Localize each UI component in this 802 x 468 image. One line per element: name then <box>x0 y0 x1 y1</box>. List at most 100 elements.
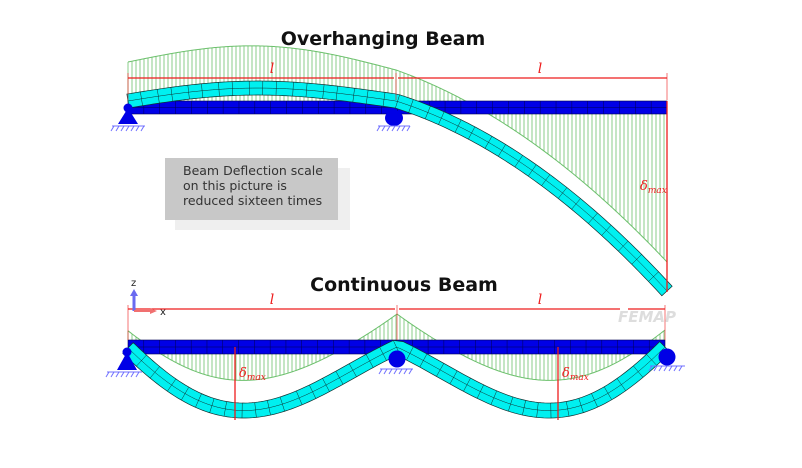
deformed-mesh-line <box>352 88 355 103</box>
deformed-mesh-line <box>588 212 598 224</box>
deformed-mesh-line <box>648 271 659 282</box>
deflection-envelope <box>127 45 668 263</box>
deformed-mesh-line <box>181 386 190 401</box>
note-box <box>165 158 338 220</box>
deformed-mesh-line <box>157 89 160 104</box>
ground-hatch-tick <box>135 125 140 132</box>
span-label-1: l <box>270 61 274 77</box>
roller-support-middle <box>378 350 413 375</box>
continuous-supports <box>105 347 685 378</box>
deformed-mesh-line <box>618 240 629 252</box>
deformed-mesh-line <box>490 390 497 405</box>
deformed-mesh-line <box>424 105 431 120</box>
ground-hatch-tick <box>663 365 668 372</box>
deformed-mesh-line <box>365 90 369 104</box>
deformed-mesh-line <box>296 390 303 405</box>
ground-hatch-tick <box>673 365 678 372</box>
deformed-mesh-line <box>365 354 374 368</box>
ground-hatch-tick <box>393 368 398 375</box>
span-label-1: l <box>270 292 274 308</box>
ground-hatch-tick <box>376 125 381 132</box>
deformed-mesh-line <box>406 346 414 361</box>
deformed-mesh-line <box>616 378 626 391</box>
deformed-mesh-line <box>322 84 325 99</box>
deformed-mesh-line <box>279 396 285 412</box>
deflection-max-label-1: δmax <box>239 366 266 383</box>
deformed-mesh-line <box>136 354 147 367</box>
deformed-mesh-line <box>536 402 539 418</box>
deformed-mesh-line <box>591 393 598 408</box>
roller-support-right <box>648 348 685 372</box>
ground-hatch-tick <box>403 368 408 375</box>
ground-hatch-tick <box>105 371 110 378</box>
deformed-mesh-line <box>508 396 514 412</box>
ground-hatch-tick <box>115 125 120 132</box>
note-text: Beam Deflection scale on this picture is… <box>183 163 323 208</box>
continuous-title: Continuous Beam <box>310 274 498 296</box>
overhanging-title: Overhanging Beam <box>281 28 486 50</box>
ground-hatch-tick <box>648 365 653 372</box>
pin-support <box>105 347 142 378</box>
deformed-mesh-line <box>140 91 143 106</box>
ground-hatch-tick <box>140 125 145 132</box>
ground-hatch-tick <box>401 125 406 132</box>
deformed-mesh-line <box>476 384 484 399</box>
x-axis-label: x <box>160 307 166 318</box>
deformed-mesh-line <box>379 347 387 361</box>
deformed-mesh-line <box>436 363 445 377</box>
roller-support <box>376 110 411 132</box>
deformed-mesh-line <box>231 81 233 96</box>
deformed-mesh-line <box>528 164 537 177</box>
deformed-mesh-line <box>566 401 570 417</box>
ground-hatch-tick <box>130 371 135 378</box>
continuous-beam-diagram: Continuous Beam l l δmax δmax FEMAP <box>105 274 685 420</box>
deformed-mesh-line <box>254 402 257 418</box>
deformed-mesh-line <box>541 174 551 186</box>
ground-hatch-tick <box>398 368 403 375</box>
ground-hatch-tick <box>408 368 413 375</box>
ground-hatch-tick <box>115 371 120 378</box>
deformed-mesh-line <box>305 83 308 98</box>
ground-hatch-tick <box>381 125 386 132</box>
deformed-mesh-line <box>498 144 506 157</box>
z-axis-label: z <box>131 278 136 289</box>
deformed-mesh-line <box>187 85 190 100</box>
deformed-mesh-line <box>449 370 458 385</box>
ground-hatch-tick <box>120 125 125 132</box>
ground-hatch-tick <box>653 365 658 372</box>
ground-hatch-tick <box>135 371 140 378</box>
ground-hatch-tick <box>396 125 401 132</box>
deformed-beam-body <box>126 80 673 297</box>
deformed-mesh-line <box>267 400 271 416</box>
ground-hatch-tick <box>125 125 130 132</box>
deformed-mesh-line <box>395 94 400 109</box>
deformed-mesh-line <box>514 155 523 168</box>
deformed-mesh-line <box>454 119 462 133</box>
axis-triad: z x <box>130 278 166 318</box>
deformed-mesh-line <box>558 187 568 199</box>
ground-hatch-tick <box>386 125 391 132</box>
deformed-mesh-line <box>578 398 584 413</box>
deformed-mesh-line <box>484 136 493 149</box>
continuous-dimensions: l l δmax δmax <box>127 292 666 420</box>
ground-hatch-tick <box>678 365 683 372</box>
deformed-mesh-line <box>149 366 160 379</box>
ground-hatch-tick <box>388 368 393 375</box>
deformed-mesh-line <box>223 401 227 417</box>
ground-hatch-tick <box>130 125 135 132</box>
deformed-mesh-line <box>468 126 476 140</box>
deformed-mesh-line <box>522 400 526 416</box>
ground-hatch-tick <box>658 365 663 372</box>
deflection-max-label-2: δmax <box>562 366 589 383</box>
deformed-mesh-line <box>167 378 177 392</box>
overhanging-deformed-beam <box>126 80 673 297</box>
pin-support <box>110 103 145 132</box>
ground-hatch-tick <box>378 368 383 375</box>
ground-hatch-tick <box>668 365 673 372</box>
span-label-2: l <box>538 61 542 77</box>
deflection-max-label: δmax <box>640 179 667 196</box>
deformed-mesh-line <box>408 99 414 113</box>
femap-watermark: FEMAP <box>618 308 676 326</box>
ground-hatch-tick <box>120 371 125 378</box>
